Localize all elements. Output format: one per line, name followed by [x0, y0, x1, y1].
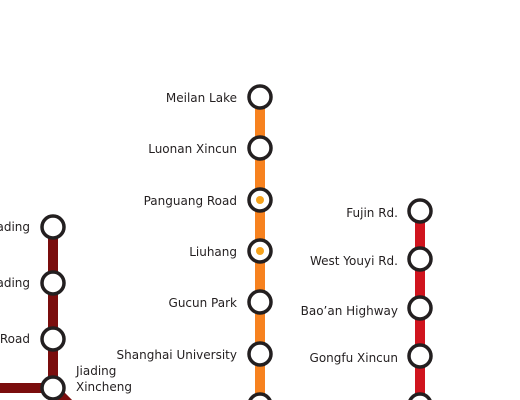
station-gongfu-xincun-marker [407, 343, 433, 369]
station-label-panguang-road[interactable]: Panguang Road [143, 194, 237, 208]
station-label-shanghai-university[interactable]: Shanghai University [116, 348, 237, 362]
station-fujin-rd-marker [407, 198, 433, 224]
station-label-liuhang[interactable]: Liuhang [189, 245, 237, 259]
station-label-luonan-xincun[interactable]: Luonan Xincun [148, 142, 237, 156]
station-label-meilan-lake[interactable]: Meilan Lake [165, 91, 237, 105]
station-bao-an-highway-marker [407, 295, 433, 321]
station-next-red-marker [408, 392, 432, 400]
station-meilan-lake-marker [247, 84, 273, 110]
station-road-marker [40, 326, 66, 352]
station-luonan-xincun-marker [247, 135, 273, 161]
station-label-road[interactable]: Road [0, 332, 30, 346]
station-jiading-xincheng-marker [40, 375, 66, 400]
station-panguang-road-transfer-dot [256, 196, 264, 204]
station-label-gucun-park[interactable]: Gucun Park [168, 296, 237, 310]
station-liuhang-transfer-dot [256, 247, 264, 255]
station-gucun-park-marker [247, 289, 273, 315]
station-label-gongfu-xincun[interactable]: Gongfu Xincun [309, 351, 398, 365]
station-label-jiading-xincheng-line1[interactable]: Jiading [76, 364, 117, 378]
station-label-baoan-highway[interactable]: Bao’an Highway [300, 304, 398, 318]
station-label-ading-1[interactable]: ading [0, 220, 30, 234]
station-label-jiading-xincheng-line2[interactable]: Xincheng [76, 380, 132, 394]
station-ading-marker [40, 214, 66, 240]
station-label-ading-2[interactable]: ading [0, 276, 30, 290]
station-shanghai-university-marker [247, 341, 273, 367]
station-label-west-youyi-rd[interactable]: West Youyi Rd. [309, 254, 398, 268]
station-ading-marker [40, 270, 66, 296]
station-west-youyi-rd-marker [407, 246, 433, 272]
station-next-orange-marker [248, 392, 272, 400]
station-label-fujin-rd[interactable]: Fujin Rd. [346, 206, 398, 220]
